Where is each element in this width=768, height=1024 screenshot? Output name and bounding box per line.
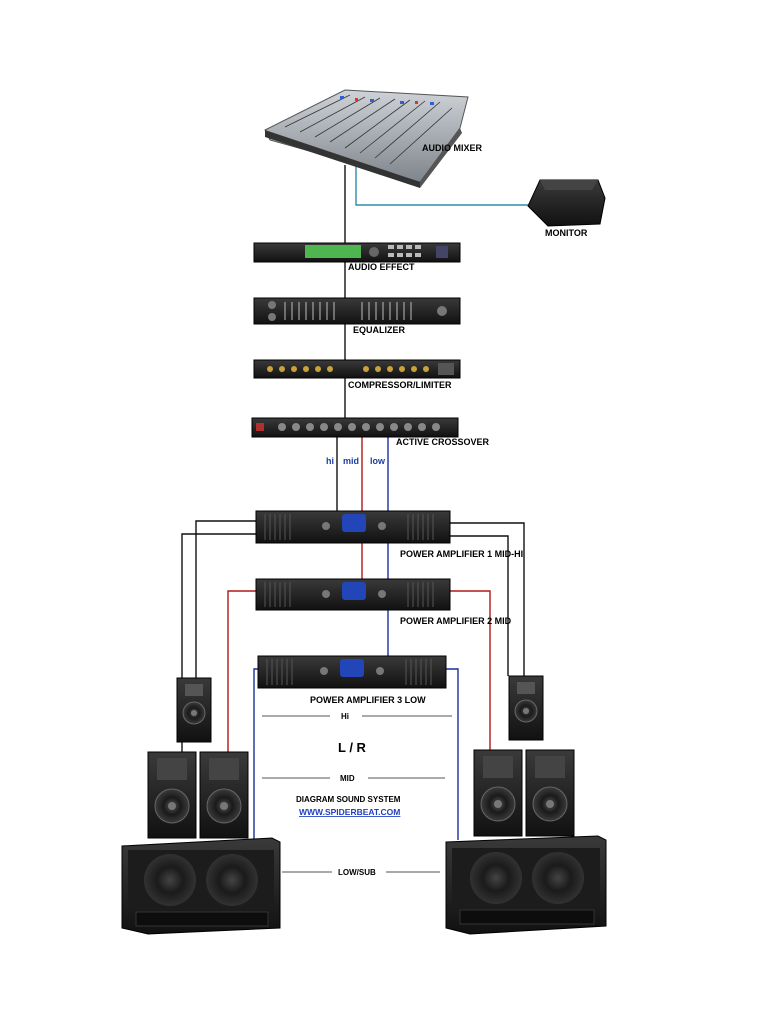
amplifier-3-label: POWER AMPLIFIER 3 LOW (310, 695, 426, 705)
equalizer-image (253, 297, 461, 325)
band-dividers (262, 715, 452, 873)
band-mid-label: MID (340, 774, 355, 783)
signal-cables (181, 165, 540, 840)
audio-effect-label: AUDIO EFFECT (348, 262, 415, 272)
mid-speakers-right-image (473, 749, 575, 837)
power-amplifier-3-image (257, 655, 447, 689)
band-low-sub-label: LOW/SUB (338, 868, 376, 877)
stereo-lr-label: L / R (338, 740, 367, 755)
audio-effect-unit-image (253, 242, 461, 263)
crossover-output-hi: hi (326, 456, 334, 466)
subwoofer-left-image (121, 837, 281, 935)
equalizer-label: EQUALIZER (353, 325, 406, 335)
monitor-label: MONITOR (545, 228, 588, 238)
audio-mixer-label: AUDIO MIXER (422, 143, 483, 153)
crossover-output-low: low (370, 456, 386, 466)
crossover-label: ACTIVE CROSSOVER (396, 437, 490, 447)
power-amplifier-1-image (255, 510, 451, 544)
website-link[interactable]: WWW.SPIDERBEAT.COM (299, 807, 400, 817)
compressor-limiter-image (253, 359, 461, 379)
amplifier-2-label: POWER AMPLIFIER 2 MID (400, 616, 512, 626)
band-hi-label: Hi (341, 712, 349, 721)
hi-speaker-right-image (508, 675, 544, 741)
subwoofer-right-image (445, 835, 607, 935)
crossover-output-mid: mid (343, 456, 359, 466)
stage-monitor-image (527, 179, 606, 227)
hi-speaker-left-image (176, 677, 212, 743)
diagram-caption: DIAGRAM SOUND SYSTEM (296, 795, 401, 804)
audio-mixer-image (264, 89, 469, 188)
power-amplifier-2-image (255, 578, 451, 611)
active-crossover-image (251, 417, 459, 438)
amplifier-1-label: POWER AMPLIFIER 1 MID-HI (400, 549, 523, 559)
compressor-label: COMPRESSOR/LIMITER (348, 380, 452, 390)
mid-speakers-left-image (147, 751, 249, 839)
